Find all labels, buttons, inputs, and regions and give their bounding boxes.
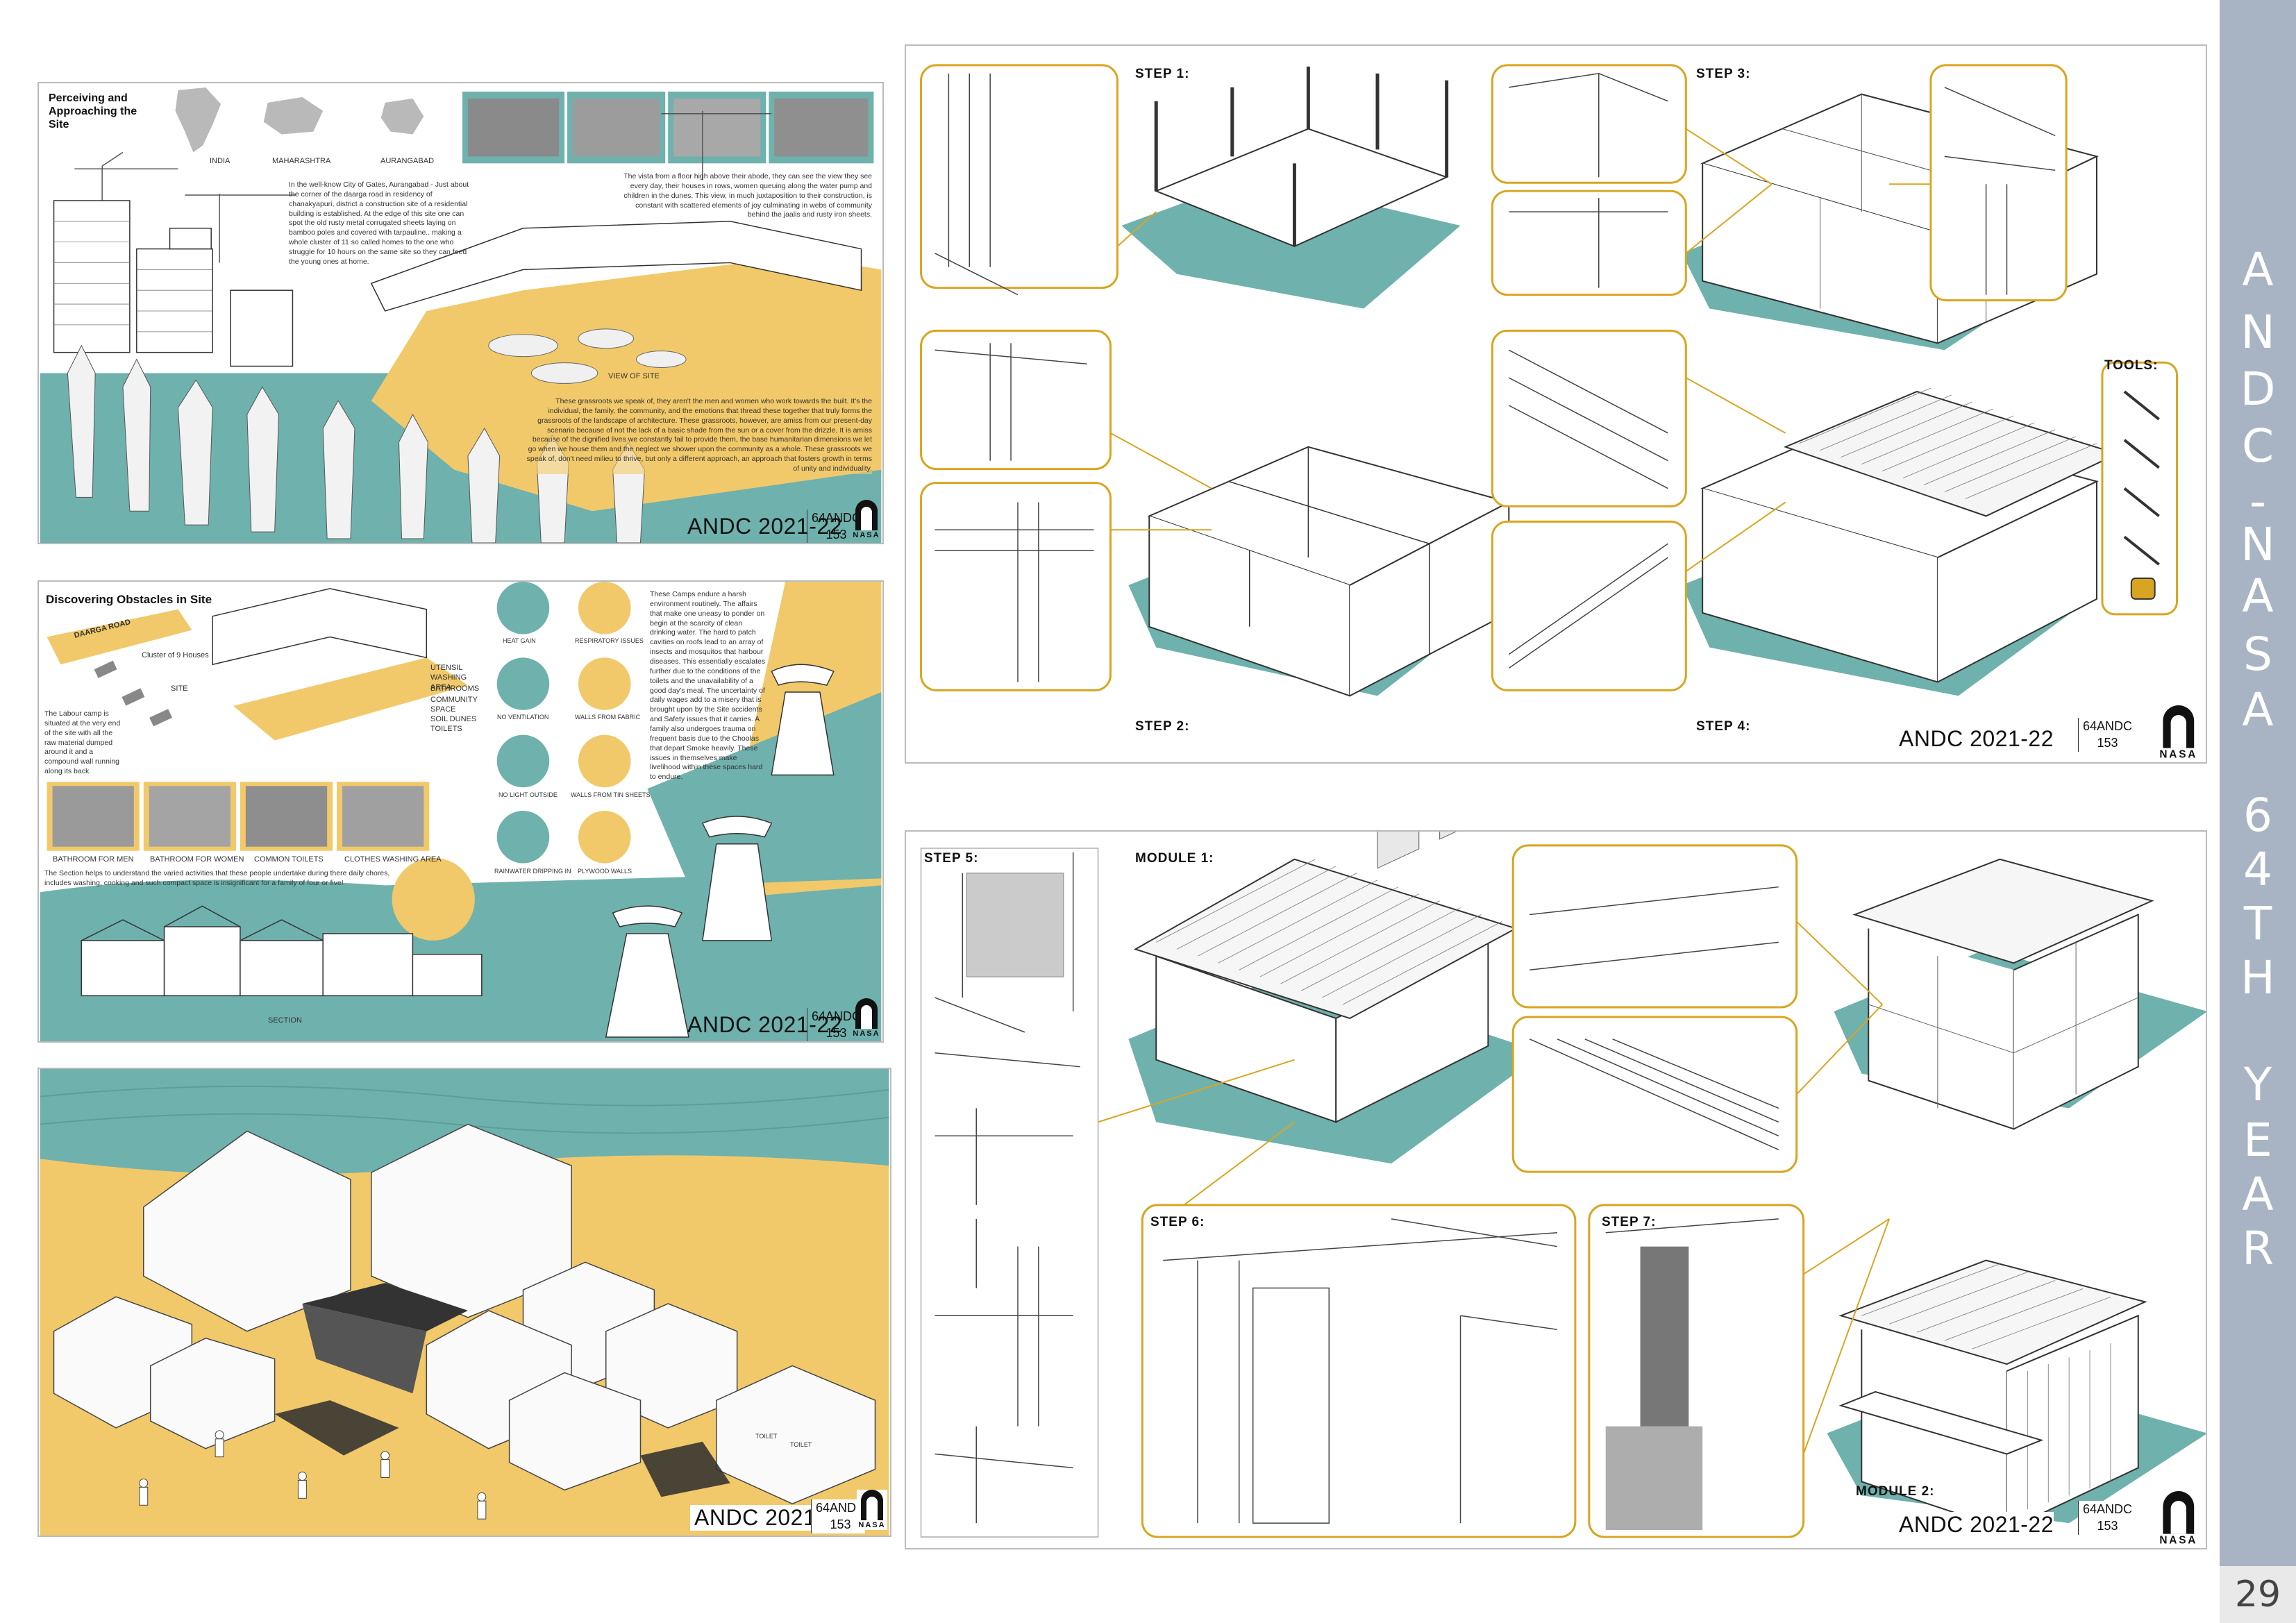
- step-6-label: STEP 6:: [1150, 1215, 1205, 1229]
- sheet-title: Perceiving and Approaching the Site: [49, 92, 137, 131]
- sheet-code: 64ANDC 153: [811, 1499, 866, 1533]
- intro-paragraph: In the well-know City of Gates, Aurangab…: [289, 180, 469, 266]
- cluster-illustration: [40, 1069, 889, 1536]
- strip-letter: N: [2240, 518, 2275, 571]
- code-line-1: 64ANDC: [816, 1501, 866, 1515]
- code-line-1: 64ANDC: [2083, 719, 2133, 733]
- sheet-footer: ANDC 2021-22: [1899, 1512, 2054, 1538]
- legend-utensil: UTENSIL WASHING AREA: [430, 664, 467, 691]
- sheet-code: 64ANDC 153: [807, 510, 862, 543]
- page-number: 29: [2220, 1566, 2296, 1623]
- vista-paragraph: The vista from a floor high above their …: [623, 172, 872, 219]
- photo-label-women: BATHROOM FOR WOMEN: [150, 855, 244, 864]
- issue-walls-fabric: WALLS FROM FABRIC: [575, 714, 641, 721]
- nasa-logo: NASA: [851, 998, 882, 1038]
- legend-soil-dunes: SOIL DUNES: [430, 715, 477, 723]
- code-line-1: 64ANDC: [2083, 1502, 2133, 1516]
- sheet-footer: ANDC 2021-22: [687, 1012, 842, 1037]
- strip-letter: N: [2240, 305, 2275, 359]
- sheet-footer: ANDC 2021-22: [1899, 726, 2054, 751]
- step-1-label: STEP 1:: [1135, 67, 1190, 81]
- photo-label-washing: CLOTHES WASHING AREA: [344, 855, 442, 864]
- issue-plywood: PLYWOOD WALLS: [578, 868, 632, 875]
- tools-label: TOOLS:: [2104, 358, 2159, 373]
- strip-letter: -: [2249, 475, 2266, 528]
- strip-letter: C: [2241, 419, 2274, 473]
- obstacles-illustration: [40, 582, 882, 1041]
- issue-no-light: NO LIGHT OUTSIDE: [498, 791, 558, 798]
- cluster-label: Cluster of 9 Houses: [142, 651, 209, 659]
- code-line-2: 153: [826, 1026, 847, 1041]
- sheet-title: Discovering Obstacles in Site: [46, 593, 212, 606]
- issue-walls-tin: WALLS FROM TIN SHEETS: [571, 791, 651, 798]
- photo-label-toilets: COMMON TOILETS: [254, 855, 324, 864]
- map-label-india: INDIA: [210, 157, 231, 165]
- step-3-label: STEP 3:: [1696, 67, 1751, 81]
- step-5-label: STEP 5:: [924, 851, 979, 866]
- sheet-cluster-render: TOILET TOILET ANDC 2021-22 64ANDC 153 NA…: [37, 1068, 891, 1537]
- nasa-logo: NASA: [2157, 705, 2200, 762]
- issue-no-ventilation: NO VENTILATION: [497, 714, 549, 721]
- strip-letter: A: [2242, 243, 2274, 296]
- step-7-label: STEP 7:: [1602, 1215, 1657, 1229]
- issue-rainwater: RAINWATER DRIPPING IN: [494, 868, 571, 875]
- toilet-label-2: TOILET: [790, 1441, 812, 1448]
- sheet-code: 64ANDC 153: [2078, 1501, 2133, 1535]
- map-label-aurangabad: AURANGABAD: [380, 157, 435, 165]
- site-label: SITE: [171, 684, 188, 693]
- legend-toilets: TOILETS: [430, 725, 462, 733]
- strip-letter: S: [2243, 628, 2272, 681]
- grassroots-paragraph: These grassroots we speak of, they aren'…: [525, 397, 872, 474]
- code-line-2: 153: [830, 1517, 851, 1532]
- strip-letter: R: [2242, 1222, 2274, 1275]
- module-2-label: MODULE 2:: [1856, 1484, 1935, 1499]
- title-strip: A N D C - N A S A 6 4 T H Y E A R: [2220, 0, 2296, 1623]
- module-1-label: MODULE 1:: [1135, 851, 1214, 866]
- assembly-steps-5-7: [920, 832, 2206, 1538]
- labour-camp-paragraph: The Labour camp is situated at the very …: [44, 709, 121, 776]
- view-of-site-label: VIEW OF SITE: [608, 372, 660, 380]
- code-line-1: 64ANDC: [812, 511, 862, 525]
- step-4-label: STEP 4:: [1696, 719, 1751, 734]
- sheet-code: 64ANDC 153: [2078, 718, 2132, 752]
- nasa-logo: NASA: [851, 500, 882, 540]
- code-line-2: 153: [2097, 1519, 2118, 1533]
- map-label-maharashtra: MAHARASHTRA: [272, 157, 331, 165]
- strip-letter: T: [2243, 897, 2272, 950]
- nasa-logo: NASA: [2157, 1491, 2200, 1547]
- issue-heat-gain: HEAT GAIN: [503, 637, 536, 644]
- assembly-steps-1-4: [920, 64, 2179, 697]
- sheet-code: 64ANDC 153: [807, 1008, 862, 1041]
- legend-bathrooms: BATHROOMS: [430, 684, 480, 693]
- sheet-steps-5-7: STEP 5: MODULE 1: STEP 6: STEP 7: MODULE…: [905, 830, 2207, 1549]
- code-line-1: 64ANDC: [812, 1009, 862, 1023]
- strip-letter: H: [2240, 951, 2275, 1004]
- code-line-2: 153: [826, 528, 847, 542]
- strip-letter: D: [2240, 362, 2276, 416]
- sheet-steps-1-4: STEP 1: STEP 2: STEP 3: STEP 4: TOOLS: A…: [905, 44, 2207, 764]
- code-line-2: 153: [2097, 736, 2118, 750]
- strip-letter: A: [2242, 569, 2274, 623]
- sheet-footer: ANDC 2021-22: [687, 514, 842, 539]
- nasa-logo: NASA: [857, 1490, 887, 1530]
- issue-respiratory: RESPIRATORY ISSUES: [575, 637, 644, 644]
- strip-letter: A: [2242, 683, 2274, 737]
- section-paragraph: The Section helps to understand the vari…: [44, 869, 390, 887]
- strip-letter: A: [2242, 1168, 2274, 1221]
- sheet-perceiving-site: Perceiving and Approaching the Site INDI…: [37, 82, 884, 544]
- strip-letter: 4: [2243, 843, 2272, 896]
- camp-paragraph: These Camps endure a harsh environment r…: [650, 590, 766, 782]
- photo-label-men: BATHROOM FOR MEN: [53, 855, 134, 864]
- strip-letter: 6: [2243, 789, 2272, 842]
- step-2-label: STEP 2:: [1135, 719, 1190, 734]
- sheet-discovering-obstacles: Discovering Obstacles in Site DAARGA ROA…: [37, 580, 884, 1043]
- strip-letter: Y: [2243, 1058, 2272, 1111]
- section-label: SECTION: [268, 1016, 302, 1025]
- legend-community: COMMUNITY SPACE: [430, 696, 478, 714]
- strip-letter: E: [2243, 1113, 2272, 1167]
- toilet-label-1: TOILET: [755, 1433, 778, 1440]
